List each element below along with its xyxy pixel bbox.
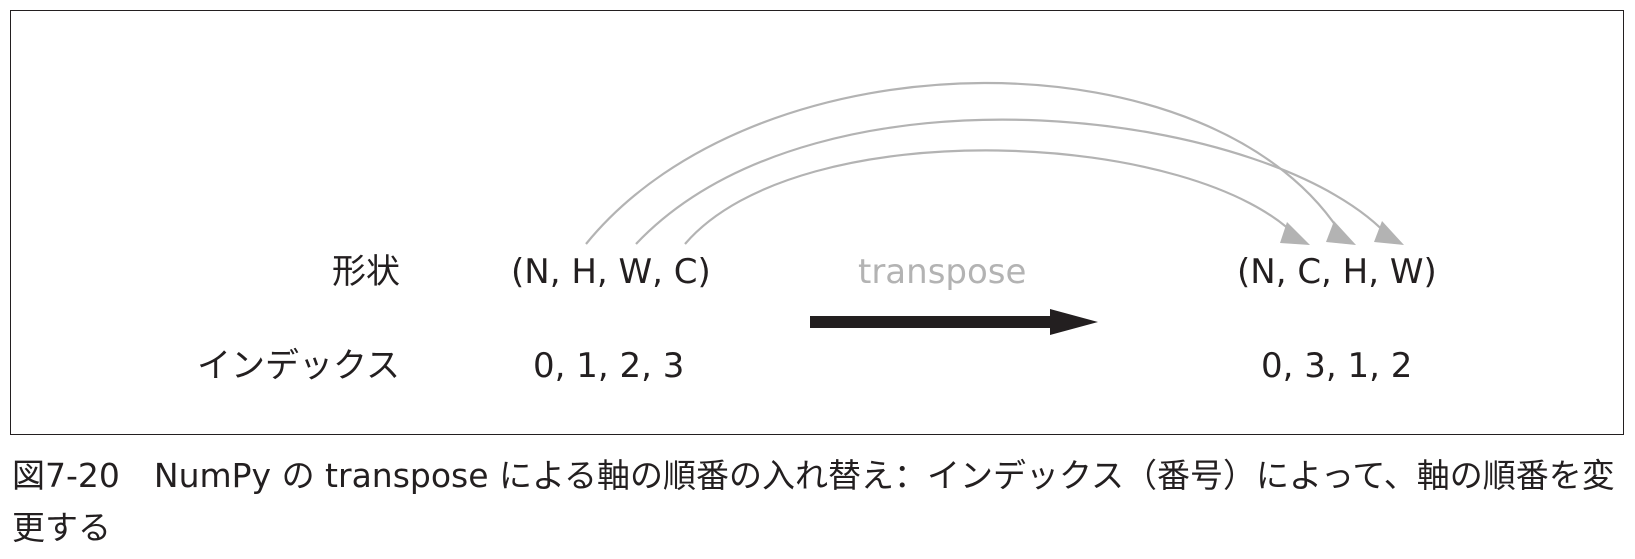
- shape-row-label: 形状: [332, 252, 400, 292]
- curve-c-arrowhead: [1280, 222, 1310, 245]
- index-after: 0, 3, 1, 2: [1261, 346, 1413, 386]
- curve-h-arrowhead: [1326, 221, 1356, 245]
- index-row-label: インデックス: [197, 346, 400, 386]
- curve-h-arrow: [585, 81, 1346, 245]
- curve-c-arrow: [684, 149, 1301, 245]
- index-before: 0, 1, 2, 3: [533, 346, 685, 386]
- curve-w-arrowhead: [1374, 221, 1404, 245]
- curve-w-arrow: [635, 118, 1393, 245]
- figure-number: 図7-20: [12, 456, 120, 495]
- transpose-arrow-shaft: [810, 316, 1060, 328]
- caption-text: NumPy の transpose による軸の順番の入れ替え：インデックス（番号…: [12, 456, 1615, 547]
- shape-before: (N, H, W, C): [511, 252, 711, 292]
- figure-frame: [10, 10, 1624, 435]
- transpose-arrowhead: [1050, 309, 1098, 335]
- shape-after: (N, C, H, W): [1237, 252, 1437, 292]
- transpose-label: transpose: [858, 252, 1027, 292]
